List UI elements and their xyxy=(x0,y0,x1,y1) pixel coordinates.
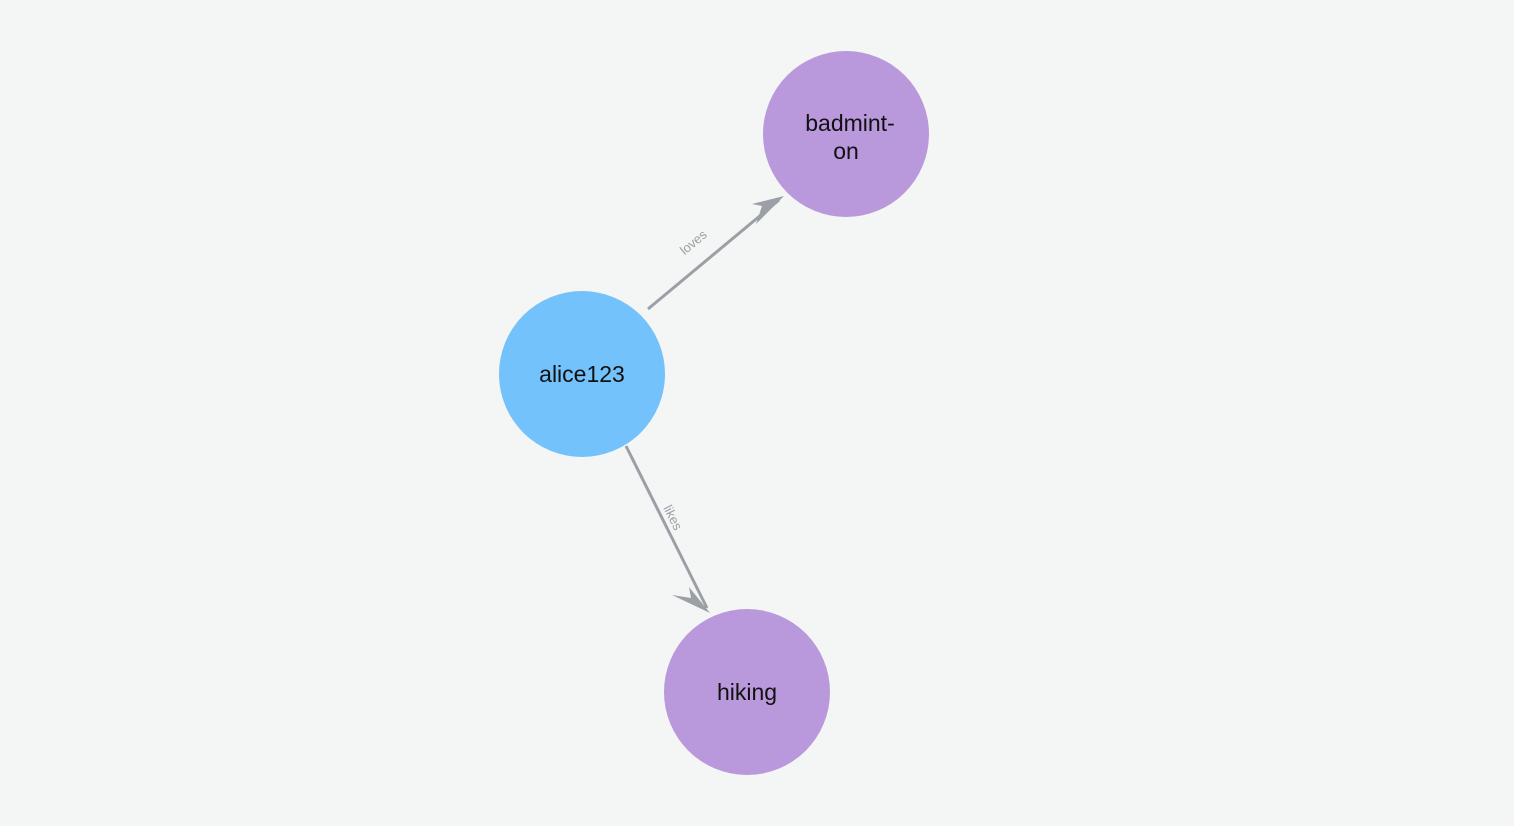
node-circle-alice123[interactable] xyxy=(499,291,665,457)
edge-label-loves: loves xyxy=(677,226,710,257)
arrowhead-loves xyxy=(752,196,784,224)
node-hiking[interactable]: hiking xyxy=(664,609,830,775)
edge-line-likes xyxy=(624,445,709,609)
node-circle-badminton[interactable] xyxy=(763,51,929,217)
nodes-layer: alice123 badmint- on hiking xyxy=(499,51,929,775)
node-alice123[interactable]: alice123 xyxy=(499,291,665,457)
node-badminton[interactable]: badmint- on xyxy=(763,51,929,217)
edge-alice123-likes-hiking[interactable]: likes xyxy=(624,445,710,613)
arrowhead-likes xyxy=(672,587,710,613)
edge-line-loves xyxy=(647,198,780,311)
edge-alice123-loves-badminton[interactable]: loves xyxy=(647,196,784,311)
node-circle-hiking[interactable] xyxy=(664,609,830,775)
edge-label-likes: likes xyxy=(660,503,685,533)
